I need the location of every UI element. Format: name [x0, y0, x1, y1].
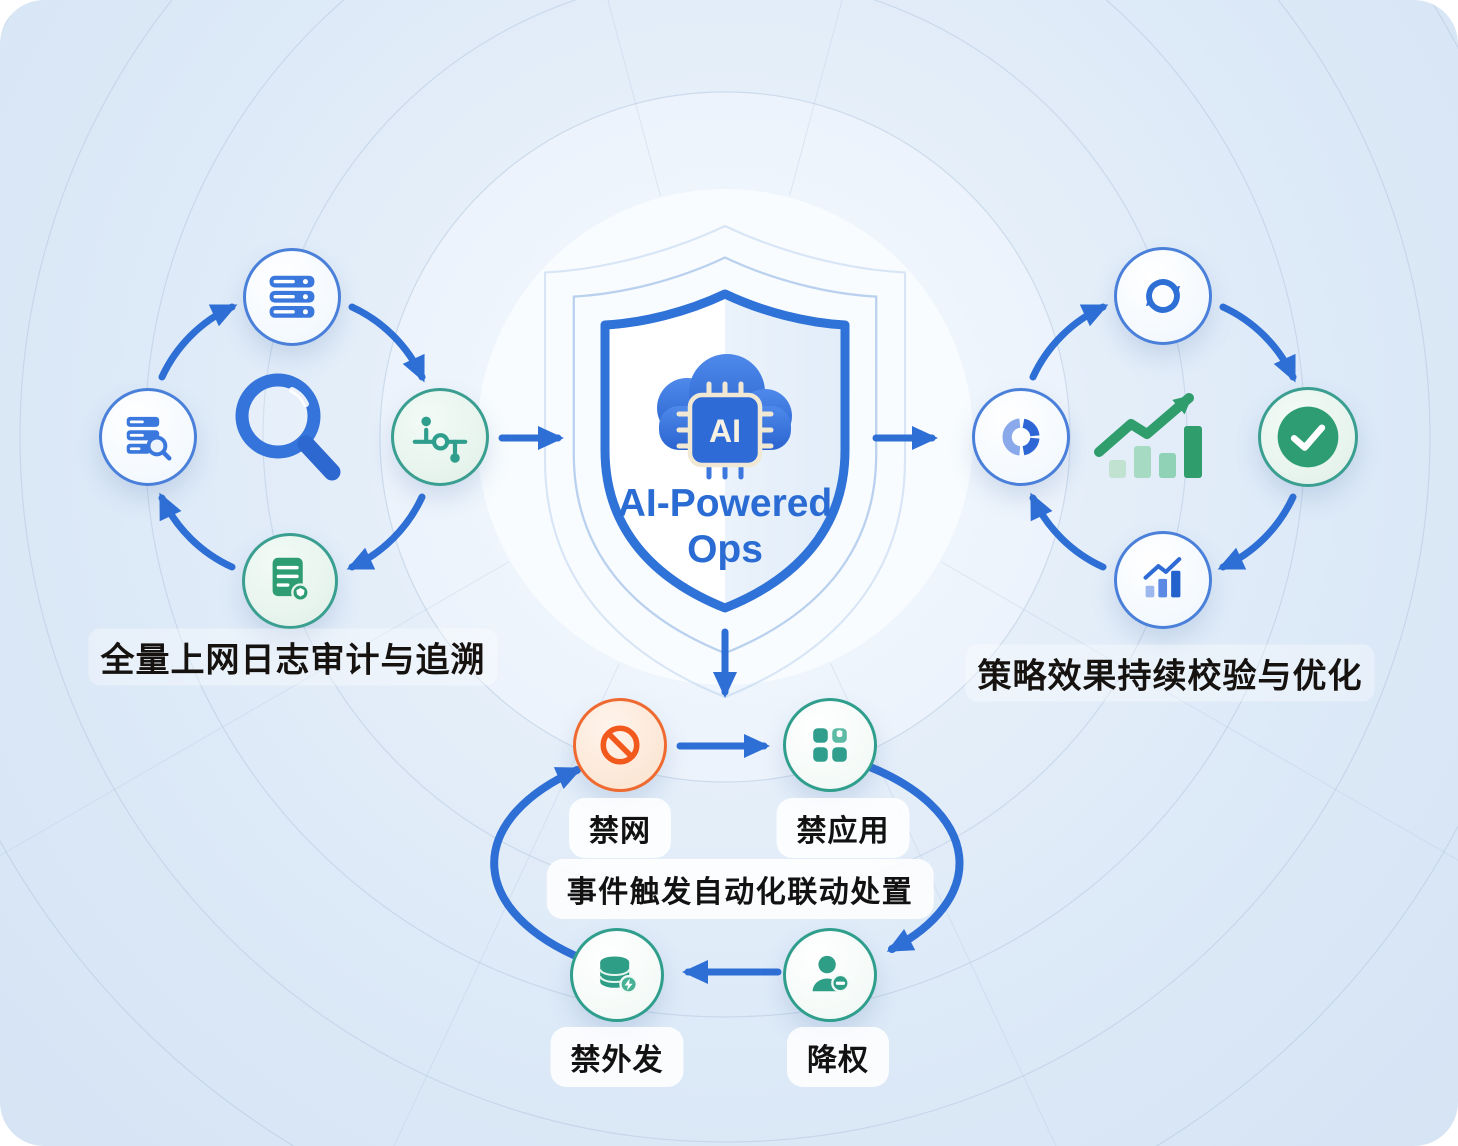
database-search-icon [126, 416, 172, 461]
ban-network-node [573, 698, 667, 792]
shield-title-line1: AI-Powered [618, 482, 833, 525]
user-minus-icon [812, 955, 850, 993]
check-node [1258, 387, 1358, 487]
ban-export-node [570, 928, 664, 1022]
database-lightning-icon [599, 956, 638, 994]
bar-chart-icon [1143, 557, 1182, 598]
demote-label: 降权 [787, 1027, 889, 1087]
iot-icon [412, 416, 468, 463]
magnifier-icon [226, 368, 350, 492]
ban-network-label: 禁网 [569, 798, 671, 858]
donut-chart-icon [1002, 418, 1040, 456]
ban-app-label: 禁应用 [776, 798, 910, 858]
server-node [243, 248, 341, 346]
flow-arrows [158, 303, 1297, 984]
chip-pins-bottom [706, 464, 744, 480]
log-audit-node [242, 533, 338, 629]
ban-export-label: 禁外发 [550, 1027, 684, 1087]
sync-node [1114, 247, 1212, 345]
ban-app-node [783, 698, 877, 792]
left-cycle-caption: 全量上网日志审计与追溯 [88, 628, 498, 686]
chip-pins [676, 381, 774, 449]
demote-node [783, 928, 877, 1022]
iot-node [391, 388, 489, 486]
ai-shield: AI AI-Powered Ops [605, 294, 845, 608]
check-icon [1277, 406, 1339, 468]
refresh-icon [1145, 279, 1181, 313]
trend-chart-icon [1085, 376, 1235, 496]
log-search-node [99, 388, 197, 486]
bottom-cycle-caption: 事件触发自动化联动处置 [546, 859, 934, 919]
chip-label: AI [709, 413, 741, 449]
right-cycle-caption: 策略效果持续校验与优化 [965, 644, 1375, 702]
shield-title-line2: Ops [687, 528, 763, 571]
apps-grid-icon [813, 728, 847, 762]
ban-icon [600, 725, 640, 765]
server-icon [269, 275, 315, 318]
ai-chip-icon: AI [687, 392, 763, 468]
bar-chart-node [1114, 531, 1212, 629]
document-check-icon [272, 557, 310, 602]
donut-chart-node [972, 388, 1070, 486]
